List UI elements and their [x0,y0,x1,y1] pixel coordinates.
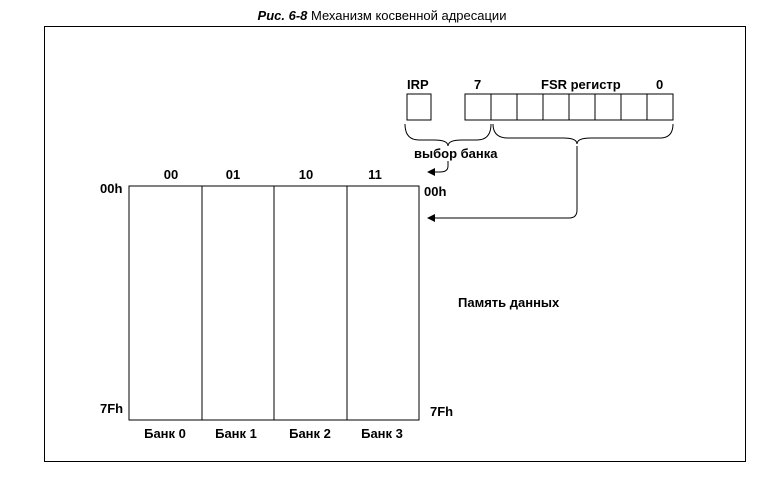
fsr-address-arrow [427,146,578,222]
bank-2-column [273,185,348,421]
fsr-bit-0 [646,93,674,121]
figure-title: Механизм косвенной адресации [311,8,507,23]
bank-code-0: 00 [164,167,178,182]
bank-0-column [128,185,203,421]
fsr-bit-6 [490,93,518,121]
address-top-left: 00h [100,181,122,196]
bank-code-1: 01 [226,167,240,182]
bank-name-3: Банк 3 [361,426,403,441]
fsr-bit-2 [594,93,622,121]
fsr-bit-4 [542,93,570,121]
bank-select-brace [404,123,492,147]
fsr-bit-1 [620,93,648,121]
fsr-bit-3 [568,93,596,121]
fsr-register-label: FSR регистр [541,77,621,92]
data-memory-label: Память данных [458,295,560,310]
address-bottom-right: 7Fh [430,404,453,419]
bank-name-0: Банк 0 [144,426,186,441]
fsr-register [464,93,674,121]
fsr-msb-label: 7 [474,77,481,92]
fsr-lsb-label: 0 [656,77,663,92]
bank-name-2: Банк 2 [289,426,331,441]
data-memory-banks [128,185,420,421]
irp-label: IRP [407,77,429,92]
fsr-bit-7 [464,93,492,121]
irp-bit-box [406,93,432,121]
bank-1-column [201,185,275,421]
address-top-right: 00h [424,184,446,199]
address-bottom-left: 7Fh [100,401,123,416]
bank-code-2: 10 [299,167,313,182]
figure-frame [44,26,746,462]
bank-code-3: 11 [368,167,382,182]
bank-select-label: выбор банка [414,146,498,161]
bank-3-column [346,185,420,421]
figure-caption: Рис. 6-8 Механизм косвенной адресации [0,8,764,23]
fsr-address-brace [492,123,674,145]
bank-name-1: Банк 1 [215,426,257,441]
figure-number: Рис. 6-8 [257,8,308,23]
bank-select-arrow [427,161,449,176]
fsr-bit-5 [516,93,544,121]
